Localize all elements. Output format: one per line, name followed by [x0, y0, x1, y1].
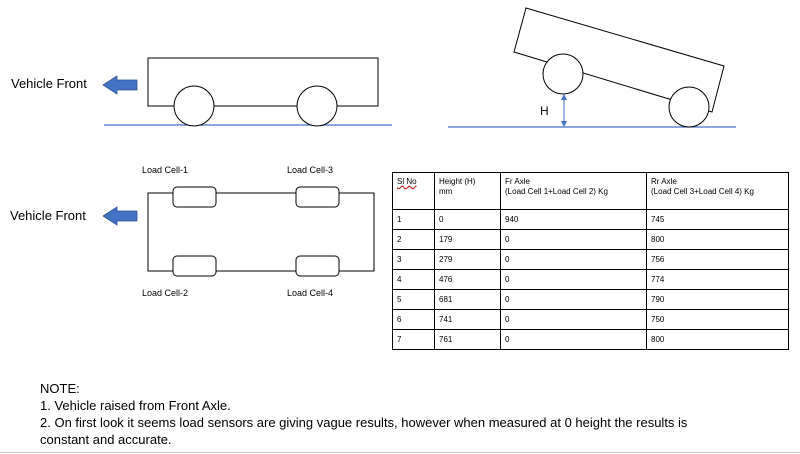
header-sl-no: Sl No	[392, 172, 435, 210]
header-height: Height (H)mm	[434, 172, 501, 210]
cell-sl-no: 2	[392, 229, 435, 250]
arrow-left-icon	[102, 75, 138, 95]
cell-fr-axle: 0	[500, 229, 647, 250]
table-row: 4 476 0 774	[392, 269, 789, 290]
table-row: 6 741 0 750	[392, 309, 789, 330]
load-cell-1-label: Load Cell-1	[142, 165, 189, 175]
rear-wheel-level	[296, 85, 338, 127]
height-arrow-top-icon	[561, 94, 567, 100]
cell-height: 761	[434, 329, 501, 350]
header-rr-axle: Rr Axle(Load Cell 3+Load Cell 4) Kg	[646, 172, 789, 210]
cell-fr-axle: 0	[500, 289, 647, 310]
cell-fr-axle: 0	[500, 309, 647, 330]
load-cell-3-label: Load Cell-3	[287, 165, 334, 175]
cell-height: 681	[434, 289, 501, 310]
load-cell-1-box	[172, 186, 217, 208]
cell-rr-axle: 756	[646, 249, 789, 270]
front-wheel-level	[173, 85, 215, 127]
load-cell-2-box	[172, 255, 217, 277]
cell-rr-axle: 800	[646, 229, 789, 250]
arrow-left-icon	[102, 206, 138, 226]
note-line-2: 2. On first look it seems load sensors a…	[40, 415, 688, 430]
vehicle-level	[104, 57, 392, 127]
vehicle-front-label: Vehicle Front	[10, 208, 86, 223]
height-arrow-bottom-icon	[561, 121, 567, 127]
table-row: 3 279 0 756	[392, 249, 789, 270]
vehicle-body-tilted	[513, 7, 725, 113]
note-block: NOTE: 1. Vehicle raised from Front Axle.…	[40, 380, 687, 448]
vehicle-tilted	[448, 7, 736, 128]
height-label: H	[540, 104, 549, 118]
table-row: 1 0 940 745	[392, 209, 789, 230]
cell-sl-no: 7	[392, 329, 435, 350]
load-cell-4-box	[295, 255, 340, 277]
cell-fr-axle: 940	[500, 209, 647, 230]
cell-height: 741	[434, 309, 501, 330]
cell-rr-axle: 774	[646, 269, 789, 290]
load-cell-4-label: Load Cell-4	[287, 288, 334, 298]
cell-height: 179	[434, 229, 501, 250]
table-row: 2 179 0 800	[392, 229, 789, 250]
cell-height: 0	[434, 209, 501, 230]
front-wheel-tilted	[542, 53, 584, 95]
cell-rr-axle: 790	[646, 289, 789, 310]
cell-sl-no: 3	[392, 249, 435, 270]
table-header-row: Sl No Height (H)mm Fr Axle(Load Cell 1+L…	[392, 172, 789, 210]
load-cell-3-box	[295, 186, 340, 208]
cell-height: 476	[434, 269, 501, 290]
load-cell-layout	[147, 186, 375, 277]
load-cell-2-label: Load Cell-2	[142, 288, 189, 298]
note-line-1: 1. Vehicle raised from Front Axle.	[40, 398, 231, 413]
cell-rr-axle: 750	[646, 309, 789, 330]
cell-sl-no: 4	[392, 269, 435, 290]
cell-fr-axle: 0	[500, 269, 647, 290]
rear-wheel-tilted	[668, 86, 710, 128]
cell-height: 279	[434, 249, 501, 270]
cell-fr-axle: 0	[500, 249, 647, 270]
cell-sl-no: 5	[392, 289, 435, 310]
load-data-table: Sl No Height (H)mm Fr Axle(Load Cell 1+L…	[392, 172, 789, 350]
page-divider	[0, 452, 800, 453]
note-title: NOTE:	[40, 381, 80, 396]
table-row: 5 681 0 790	[392, 289, 789, 310]
cell-sl-no: 1	[392, 209, 435, 230]
table-row: 7 761 0 800	[392, 329, 789, 350]
header-fr-axle: Fr Axle(Load Cell 1+Load Cell 2) Kg	[500, 172, 647, 210]
cell-fr-axle: 0	[500, 329, 647, 350]
cell-rr-axle: 745	[646, 209, 789, 230]
cell-sl-no: 6	[392, 309, 435, 330]
vehicle-front-label: Vehicle Front	[11, 76, 87, 91]
cell-rr-axle: 800	[646, 329, 789, 350]
note-line-3: constant and accurate.	[40, 432, 172, 447]
